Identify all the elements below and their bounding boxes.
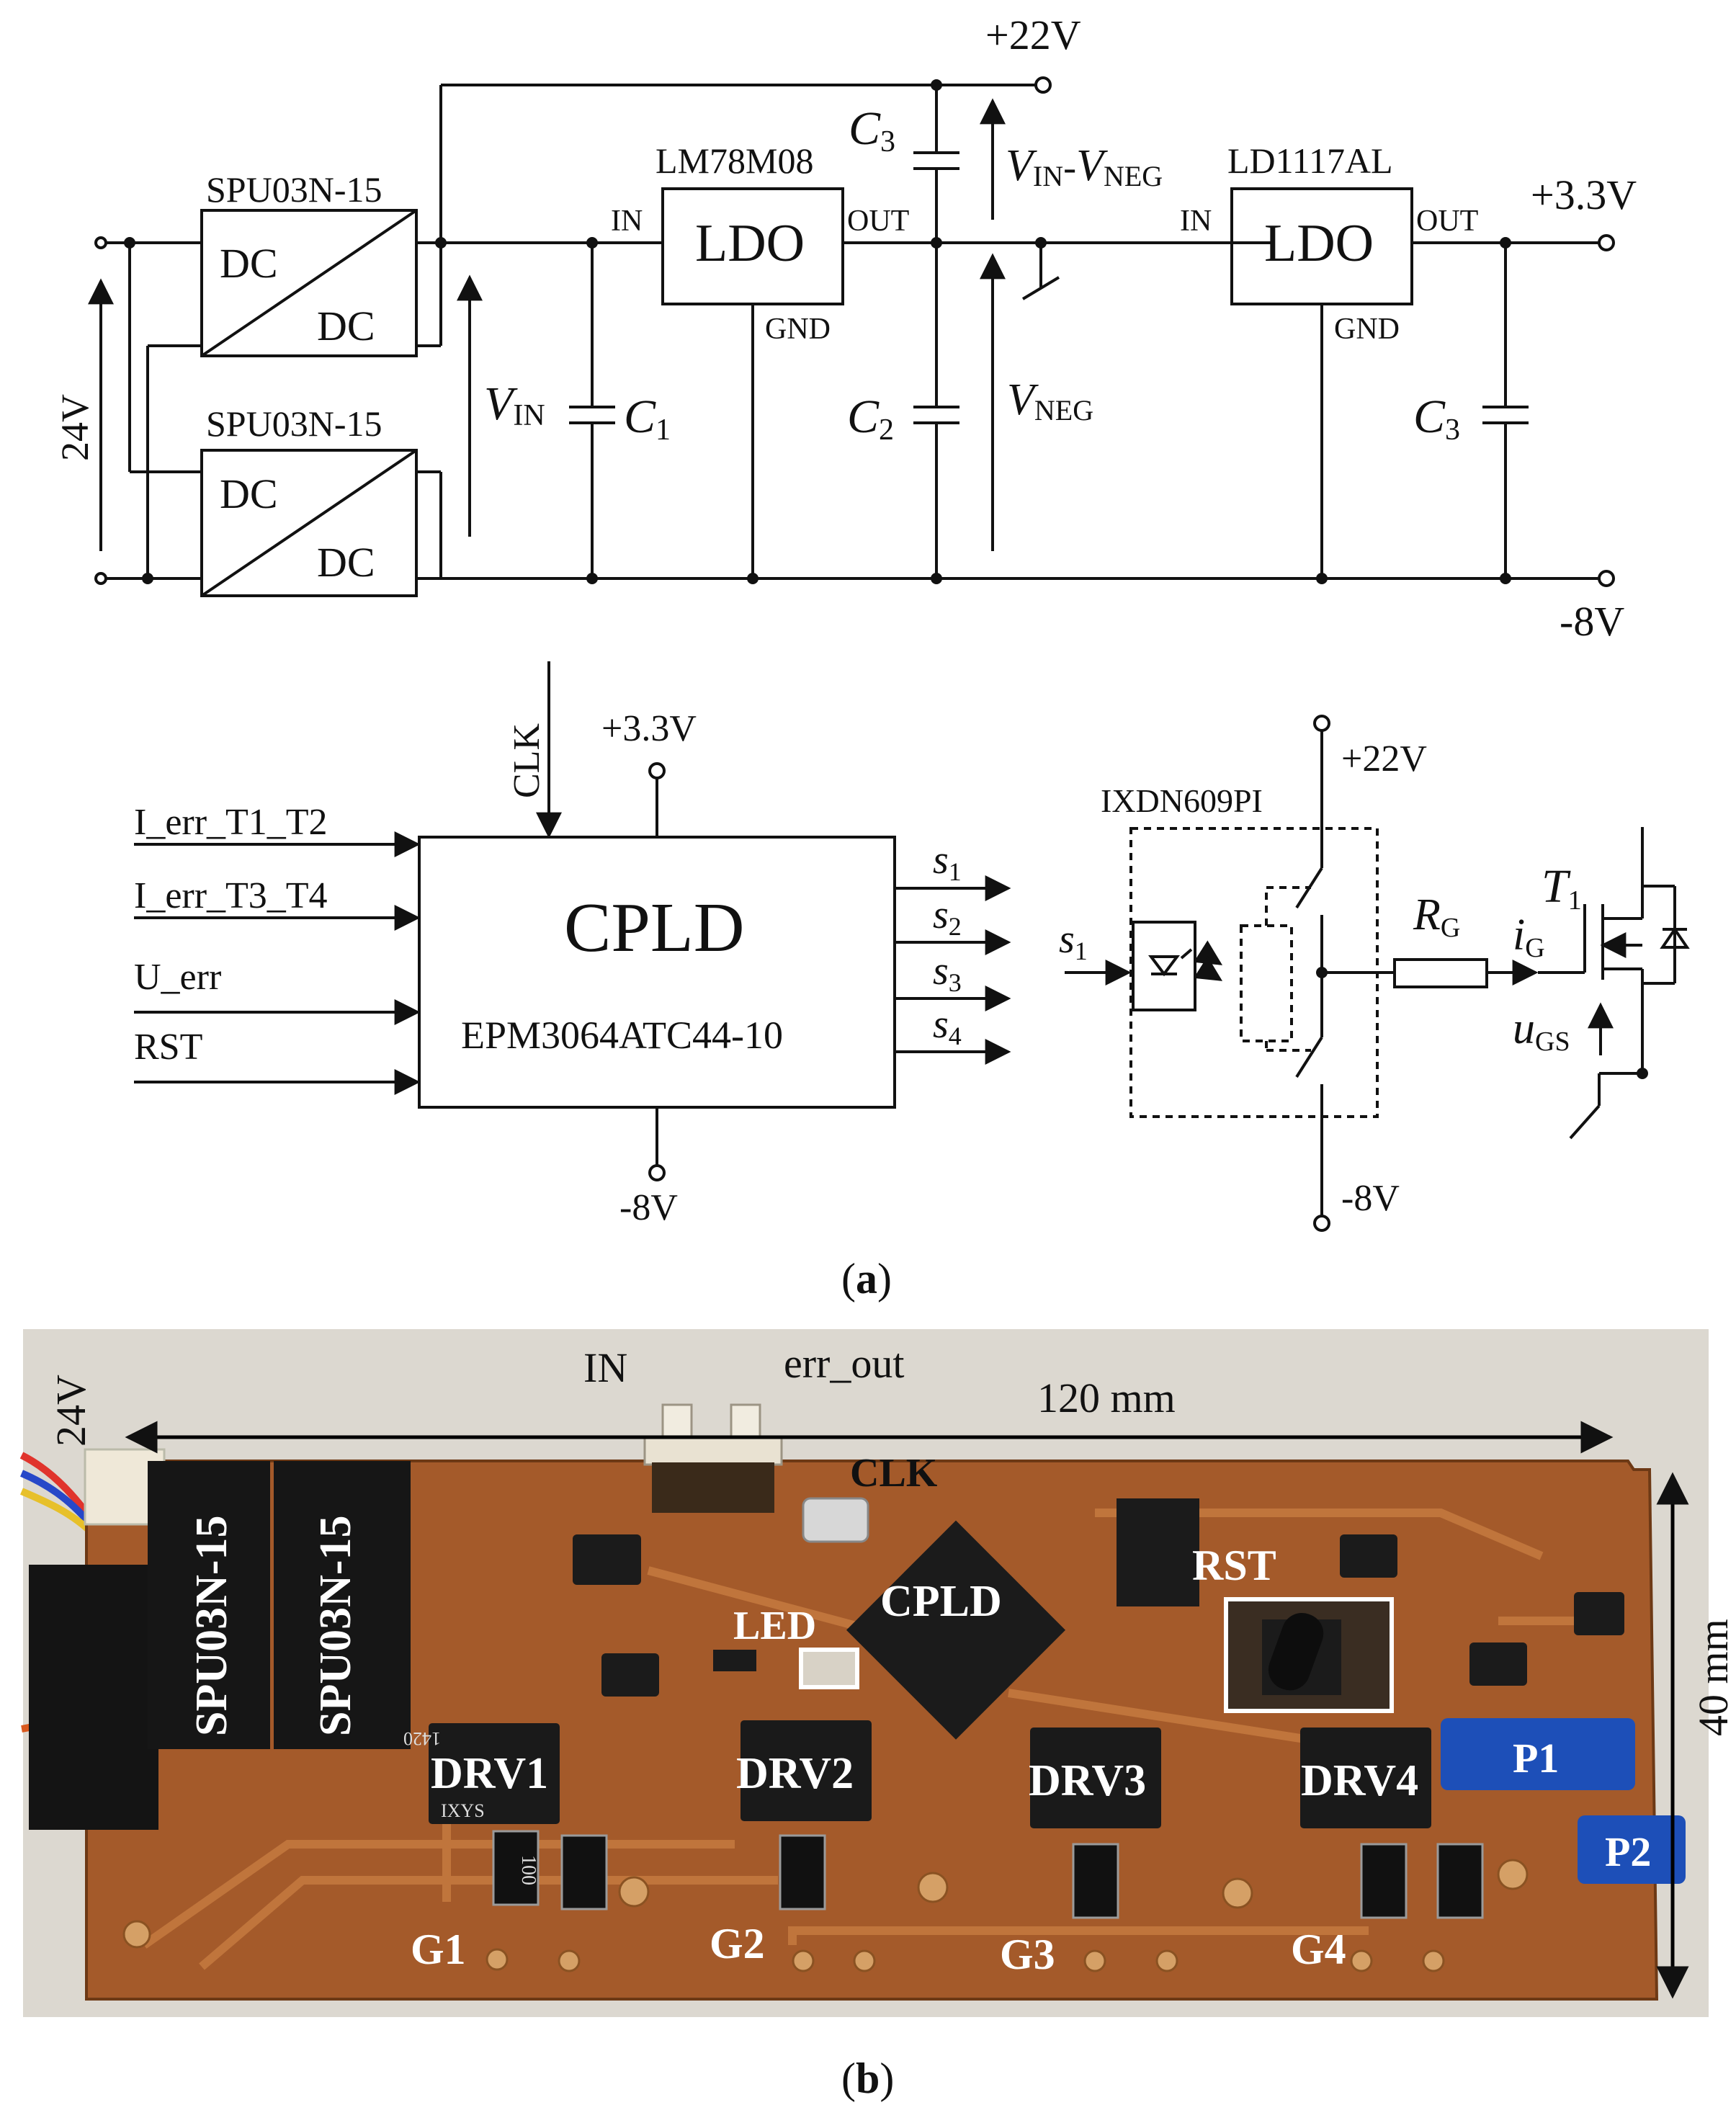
converter-top-out: DC — [317, 303, 375, 349]
ldo1-out: OUT — [847, 205, 909, 238]
photo-connector-in: IN — [583, 1344, 627, 1391]
rail-minus8-label: -8V — [1560, 598, 1624, 645]
c2-label: C2 — [847, 390, 894, 447]
vneg-label: VNEG — [1007, 375, 1093, 426]
t1-label: T1 — [1542, 860, 1582, 916]
converter-top-in: DC — [220, 240, 278, 287]
cpld-part: EPM3064ATC44-10 — [461, 1014, 783, 1057]
photo-width-dim: 120 mm — [1037, 1375, 1176, 1421]
ic-brand: IXYS — [441, 1800, 485, 1821]
ugs-label: uGS — [1513, 1004, 1570, 1057]
cpld-title: CPLD — [564, 889, 745, 967]
gate-1-label: G1 — [411, 1926, 466, 1973]
ldo2-in: IN — [1180, 205, 1212, 238]
output-s4: s4 — [933, 1002, 962, 1050]
ldo2-label: LDO — [1264, 214, 1374, 273]
ldo2-gnd: GND — [1334, 313, 1400, 346]
ig-label: iG — [1513, 911, 1545, 963]
ldo1-in: IN — [611, 205, 643, 238]
logic-schematic-terminals — [648, 715, 1330, 1232]
output-s2: s2 — [933, 893, 962, 941]
converter-bottom-name: SPU03N-15 — [206, 403, 382, 444]
resistor-marking: 100 — [517, 1855, 540, 1885]
photo-led-label: LED — [733, 1604, 816, 1648]
gate-2-label: G2 — [710, 1920, 765, 1967]
driver-2-label: DRV2 — [736, 1749, 854, 1798]
converter-bottom-in: DC — [220, 470, 278, 517]
rail-plus33-label: +3.3V — [1531, 171, 1637, 218]
photo-rst-label: RST — [1192, 1542, 1276, 1589]
converter-top-name: SPU03N-15 — [206, 169, 382, 210]
driver-4-label: DRV4 — [1301, 1756, 1418, 1805]
output-s1: s1 — [933, 838, 962, 886]
driver-part: IXDN609PI — [1101, 782, 1263, 819]
pcb-photo — [19, 1329, 1709, 2017]
ldo1-label: LDO — [695, 214, 805, 273]
cpld-supply-top: +3.3V — [601, 708, 697, 749]
logic-schematic — [134, 661, 1690, 1217]
power-schematic-terminals — [94, 76, 1615, 587]
power-supply-schematic — [88, 84, 1599, 597]
input-label-1: I_err_T1_T2 — [134, 802, 328, 843]
clk-label: CLK — [506, 723, 547, 798]
vin-label: VIN — [484, 377, 545, 432]
output-s3: s3 — [933, 949, 962, 997]
c3-right-label: C3 — [1413, 390, 1460, 447]
driver-1-label: DRV1 — [431, 1749, 548, 1798]
ldo2-out: OUT — [1416, 205, 1478, 238]
photo-height-dim: 40 mm — [1690, 1619, 1736, 1736]
converter-2-label: SPU03N-15 — [311, 1515, 360, 1736]
power-schematic-nodes — [124, 79, 1511, 584]
photo-clk-label: CLK — [850, 1451, 938, 1496]
input-label-4: RST — [134, 1027, 202, 1068]
driver-supply-top: +22V — [1341, 738, 1427, 779]
vin-minus-vneg-label: VIN-VNEG — [1006, 141, 1163, 192]
rail-plus22-label: +22V — [985, 12, 1081, 58]
ic-marking: 1420 — [403, 1728, 441, 1749]
driver-3-label: DRV3 — [1029, 1756, 1146, 1805]
c3-top-label: C3 — [849, 102, 895, 158]
ldo1-gnd: GND — [765, 313, 831, 346]
input-voltage-label: 24V — [53, 394, 97, 461]
input-label-3: U_err — [134, 957, 221, 998]
c1-label: C1 — [624, 390, 671, 447]
driver-input-s1: s1 — [1059, 917, 1088, 965]
logic-schematic-nodes — [1316, 967, 1648, 1079]
photo-cpld-label: CPLD — [880, 1577, 1002, 1626]
ldo2-part: LD1117AL — [1227, 140, 1393, 181]
photo-connector-err: err_out — [784, 1340, 905, 1387]
rg-label: RG — [1413, 890, 1460, 943]
gate-3-label: G3 — [1000, 1931, 1055, 1978]
converter-1-label: SPU03N-15 — [187, 1515, 236, 1736]
cpld-supply-bottom: -8V — [619, 1187, 678, 1228]
pot-2-label: P2 — [1605, 1828, 1651, 1875]
input-label-2: I_err_T3_T4 — [134, 875, 328, 916]
driver-supply-bottom: -8V — [1341, 1178, 1400, 1219]
photo-input-voltage: 24V — [48, 1375, 94, 1447]
converter-bottom-out: DC — [317, 539, 375, 586]
caption-a: (a) — [841, 1255, 892, 1302]
caption-b: (b) — [841, 2055, 894, 2102]
pot-1-label: P1 — [1513, 1735, 1559, 1782]
gate-4-label: G4 — [1291, 1926, 1346, 1973]
ldo1-part: LM78M08 — [656, 140, 813, 181]
